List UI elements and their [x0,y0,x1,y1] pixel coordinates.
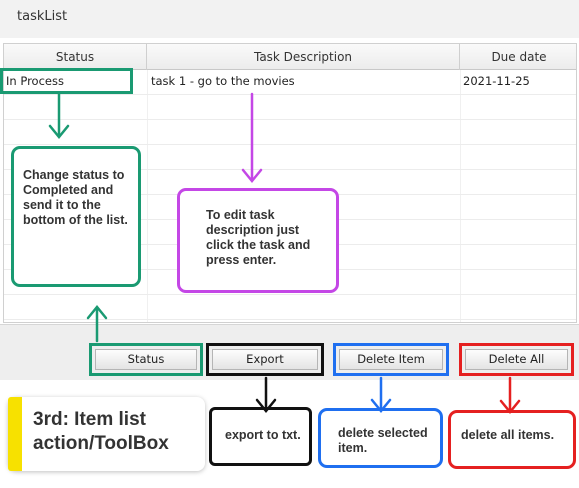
status-note-text: Change status to Completed and send it t… [23,168,128,227]
column-header-due-date[interactable]: Due date [491,50,547,64]
table-cell-status[interactable]: In Process [6,74,64,88]
table-row-empty[interactable] [4,95,576,120]
delete-all-button[interactable]: Delete All [465,349,568,370]
status-button[interactable]: Status [95,349,197,370]
column-header-status[interactable]: Status [4,44,147,70]
export-note: export to txt. [209,407,312,466]
export-button[interactable]: Export [212,349,318,370]
table-header: Status Task Description Due date [4,44,576,70]
delete-all-note: delete all items. [448,410,576,469]
export-note-text: export to txt. [225,428,301,442]
toolbox: Status Export Delete Item Delete All [0,324,579,380]
window-title: taskList [17,9,68,24]
column-divider [460,70,461,322]
status-button-highlight [89,343,203,376]
edit-note-text: To edit task description just click the … [206,208,311,267]
delete-item-note-text: delete selected item. [338,426,428,455]
edit-description-note: To edit task description just click the … [177,188,339,293]
delete-all-button-highlight [459,343,574,376]
toolbox-title: 3rd: Item list action/ToolBox [33,409,169,454]
table-row[interactable]: In Process task 1 - go to the movies 202… [4,70,576,95]
delete-all-note-text: delete all items. [461,428,555,442]
table-cell-due-date[interactable]: 2021-11-25 [463,74,530,88]
delete-item-note: delete selected item. [318,408,443,468]
arrow-down-icon [370,376,392,413]
status-cell-highlight [0,68,133,94]
table-row-empty[interactable] [4,120,576,145]
table-row-empty[interactable] [4,295,576,320]
window-title-bar: taskList [0,0,579,38]
toolbox-section-label: 3rd: Item list action/ToolBox [8,397,205,471]
delete-item-button-highlight [333,343,449,376]
delete-item-button[interactable]: Delete Item [339,349,443,370]
table-row-empty[interactable] [4,270,576,295]
export-button-highlight [206,343,324,376]
column-header-description[interactable]: Task Description [147,44,460,70]
table-cell-description[interactable]: task 1 - go to the movies [151,74,295,88]
table-row-empty[interactable] [4,145,576,170]
status-note: Change status to Completed and send it t… [11,146,141,287]
arrow-down-icon [499,376,521,414]
toolbox-accent-stripe [8,397,22,471]
column-divider [147,70,148,322]
